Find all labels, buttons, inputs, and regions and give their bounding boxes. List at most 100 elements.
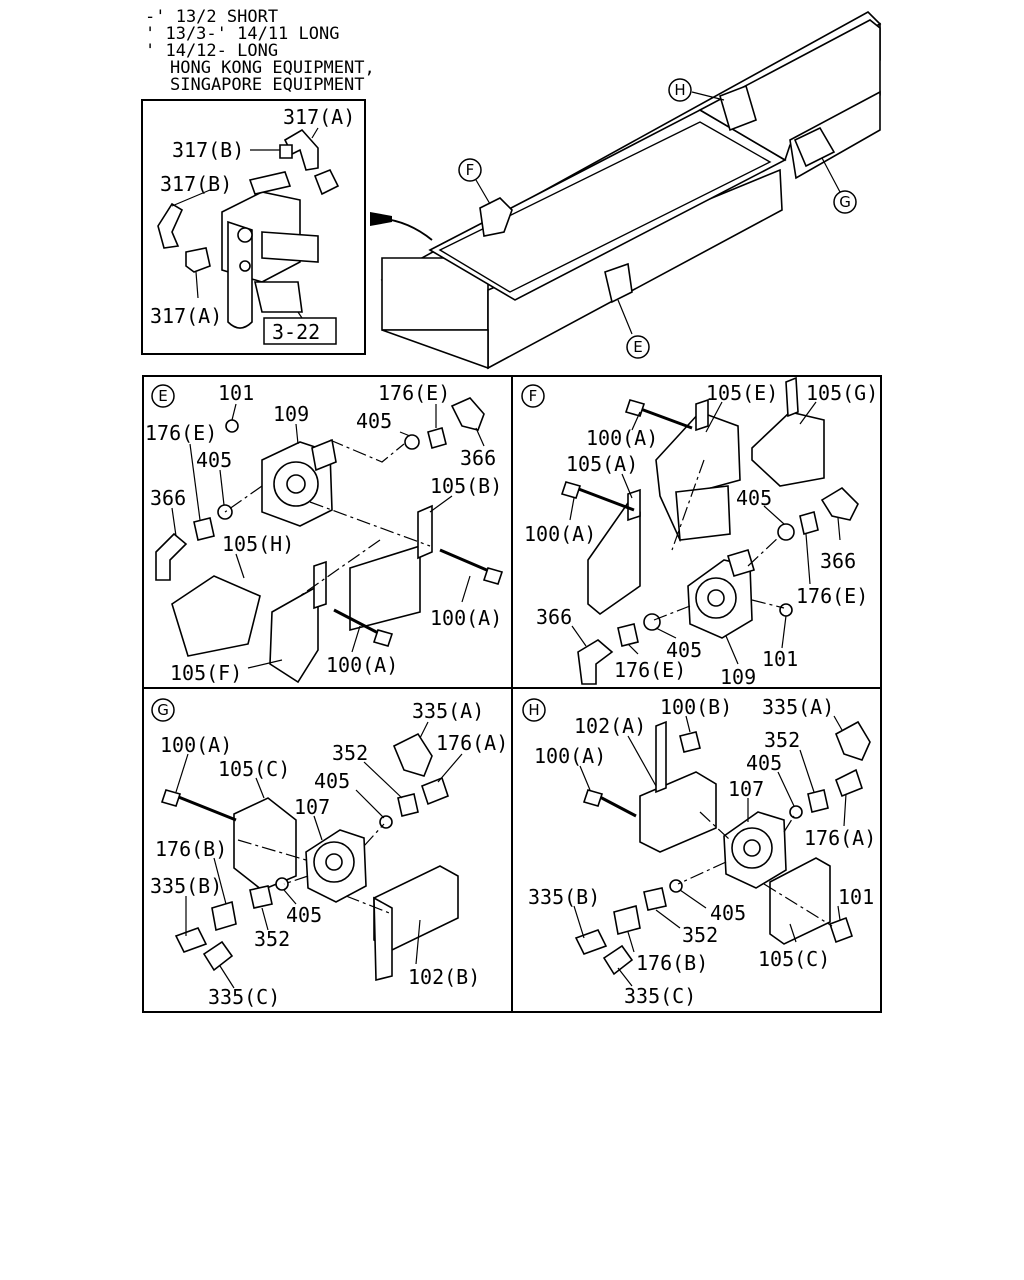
panel-f-label-2: 105(G) bbox=[806, 381, 878, 405]
callout-e-text: E bbox=[633, 338, 642, 356]
panel-e-label-10: 105(H) bbox=[222, 532, 294, 556]
panel-f-leader-100a-1 bbox=[631, 411, 641, 431]
detail-valve-bottom bbox=[253, 281, 303, 313]
detail-elbow-left bbox=[157, 202, 184, 249]
callout-f bbox=[458, 158, 482, 182]
panel-h-dash-1 bbox=[783, 815, 795, 833]
panel-g-elbow-l bbox=[202, 940, 234, 972]
callout-h bbox=[668, 78, 692, 102]
panel-f-tag bbox=[521, 384, 545, 408]
panel-e-dash-4 bbox=[299, 539, 381, 597]
panel-f-elbow-r bbox=[820, 486, 859, 521]
panel-g-label-8: 176(B) bbox=[155, 837, 227, 861]
panel-e-elbow-r bbox=[450, 397, 485, 431]
panel-g-tag bbox=[151, 698, 175, 722]
panel-g-valve-port bbox=[325, 853, 343, 871]
chassis-front-lower bbox=[381, 329, 489, 370]
callout-h-text: H bbox=[674, 81, 685, 99]
panel-h-label-7: 107 bbox=[728, 777, 764, 801]
panel-g-plug-r bbox=[397, 793, 419, 817]
panel-g-label-5: 105(C) bbox=[218, 757, 290, 781]
detail-bracket-plate bbox=[227, 220, 253, 329]
panel-e-bracket-f bbox=[269, 584, 319, 684]
panel-g: G bbox=[150, 698, 508, 1009]
callout-leader-f bbox=[475, 179, 491, 205]
detail-leader-5 bbox=[297, 311, 303, 319]
panel-e-leader-405r bbox=[399, 431, 411, 437]
panel-h-label-9: 101 bbox=[838, 885, 874, 909]
detail-label-2: 317(B) bbox=[172, 138, 244, 162]
panel-e-valve-cap bbox=[311, 438, 337, 472]
panel-h-nut bbox=[828, 916, 854, 944]
detail-elbow-upper bbox=[283, 128, 319, 171]
panel-h-label-15: 335(C) bbox=[624, 984, 696, 1008]
panel-h-label-11: 405 bbox=[710, 901, 746, 925]
panel-g-washer-l bbox=[275, 877, 289, 891]
callout-g-text: G bbox=[839, 193, 851, 211]
inset-pointer-arrow bbox=[370, 212, 392, 226]
panel-f-plug-l bbox=[617, 623, 639, 647]
panel-h-leader-352r bbox=[799, 749, 815, 793]
panel-h-leader-176b bbox=[627, 931, 635, 953]
panel-e-label-9: 105(B) bbox=[430, 474, 502, 498]
panel-f-label-12: 101 bbox=[762, 647, 798, 671]
callout-leader-e bbox=[617, 299, 633, 335]
panel-e-label-12: 105(F) bbox=[170, 661, 242, 685]
detail-label-3: 317(B) bbox=[160, 172, 232, 196]
chassis-cross-inner bbox=[438, 121, 772, 293]
panel-h: H bbox=[522, 695, 876, 1008]
panel-g-leader-105c bbox=[255, 777, 265, 799]
detail-bolt-2 bbox=[239, 260, 251, 272]
panel-f-leader-105a bbox=[621, 473, 633, 499]
panel-h-label-6: 405 bbox=[746, 751, 782, 775]
panel-f-leader-405r bbox=[763, 505, 785, 525]
panel-e-washer-r bbox=[404, 434, 420, 450]
panel-e-bracket-f-tab bbox=[313, 560, 327, 610]
panel-e-label-6: 405 bbox=[356, 409, 392, 433]
panel-h-washer-r bbox=[789, 805, 803, 819]
panel-e-leader-100a-2 bbox=[351, 625, 361, 653]
chassis-overview: H F G E bbox=[380, 11, 882, 370]
detail-bolt bbox=[237, 227, 253, 243]
panel-g-leader-352l bbox=[261, 907, 269, 931]
callout-leader-h bbox=[691, 91, 725, 101]
panel-h-bolt-1-head bbox=[582, 789, 604, 807]
panel-g-bracket-b bbox=[373, 865, 459, 951]
panel-e-dash-1 bbox=[224, 485, 263, 513]
panel-h-label-12: 352 bbox=[682, 923, 718, 947]
panel-h-label-1: 100(B) bbox=[660, 695, 732, 719]
detail-cube-fitting bbox=[185, 247, 211, 273]
panel-f-leader-101 bbox=[781, 615, 787, 649]
panel-h-leader-405r bbox=[777, 771, 795, 807]
panel-f-label-8: 176(E) bbox=[796, 584, 868, 608]
panel-h-label-3: 102(A) bbox=[574, 714, 646, 738]
panel-h-leader-335c bbox=[617, 967, 633, 987]
detail-tee-fitting bbox=[248, 171, 292, 195]
valve-f-mounted bbox=[479, 197, 513, 237]
panel-h-label-4: 352 bbox=[764, 728, 800, 752]
panel-h-nipple-l bbox=[574, 929, 608, 955]
panel-e-leader-105b bbox=[429, 495, 453, 513]
panel-h-leader-105c bbox=[789, 923, 797, 943]
detail-label-4: 317(A) bbox=[150, 304, 222, 328]
callout-e bbox=[626, 335, 650, 359]
panel-grid bbox=[142, 375, 882, 1013]
panel-e: E bbox=[145, 381, 504, 685]
panel-f-bracket-e-tab bbox=[695, 398, 709, 432]
panel-g-bracket-c bbox=[233, 797, 297, 891]
panel-f-bolt-2 bbox=[575, 486, 635, 512]
panel-g-label-7: 107 bbox=[294, 795, 330, 819]
panel-e-label-8: 366 bbox=[460, 446, 496, 470]
panel-e-label-1: 101 bbox=[218, 381, 254, 405]
panel-e-bolt-1-head bbox=[482, 567, 504, 585]
panel-f-plug-r bbox=[799, 510, 819, 536]
panel-g-tag-text: G bbox=[157, 701, 169, 719]
panel-e-leader-100a-1 bbox=[461, 575, 471, 603]
detail-elbow-right bbox=[313, 168, 340, 196]
panel-f-dash-4 bbox=[671, 459, 705, 551]
detail-frame bbox=[141, 99, 366, 355]
panel-h-adapter-r bbox=[834, 768, 863, 798]
panel-f-leader-105e bbox=[705, 401, 723, 433]
panel-h-bracket-c bbox=[769, 857, 831, 945]
